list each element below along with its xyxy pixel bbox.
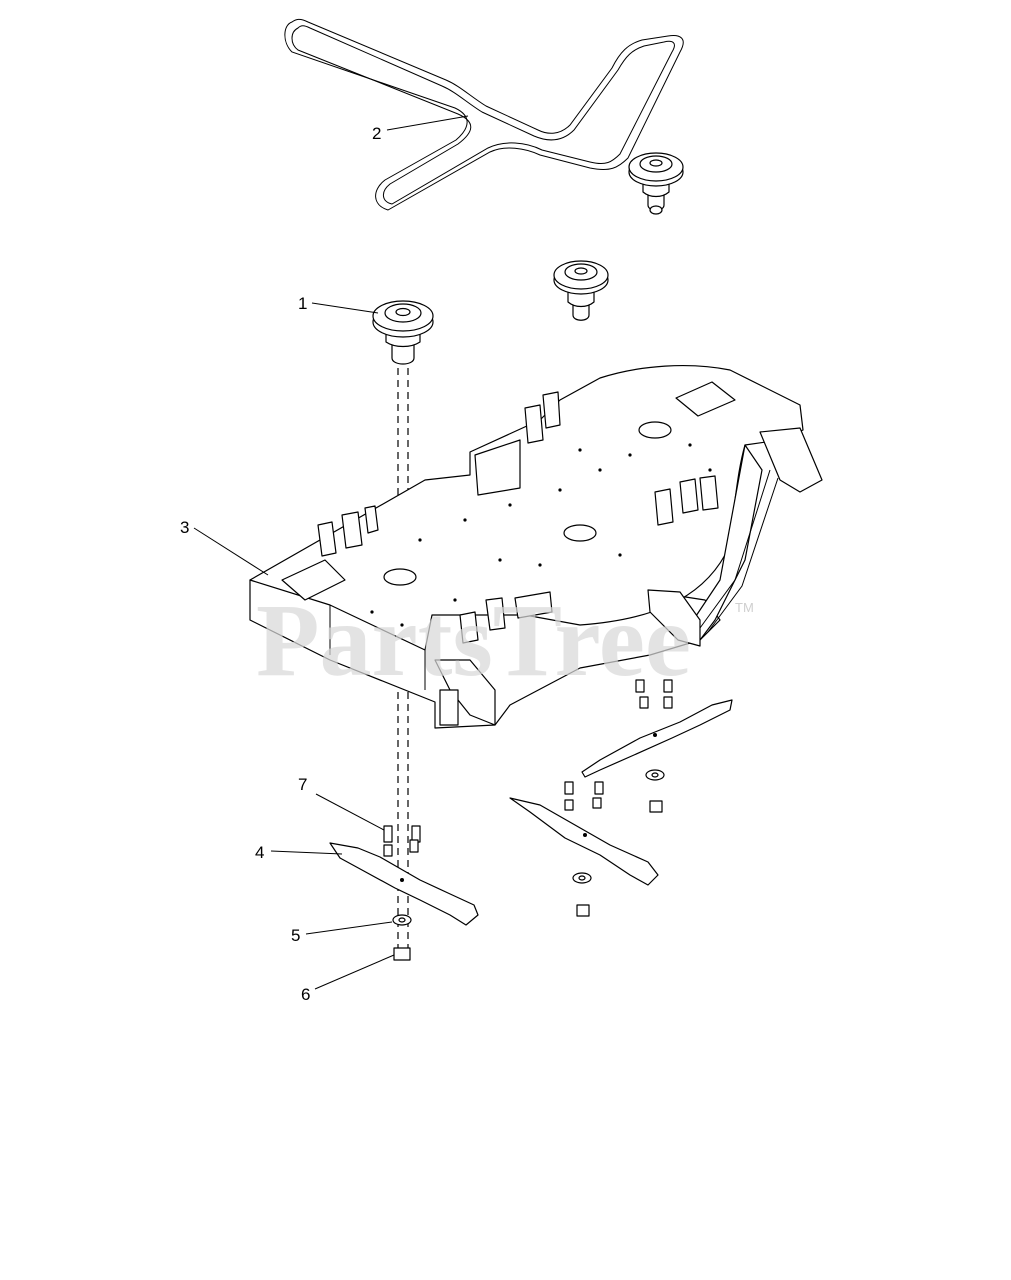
nut xyxy=(393,947,411,961)
blade xyxy=(329,842,479,926)
drive-belt xyxy=(284,18,684,211)
callout-6: 6 xyxy=(301,985,310,1004)
bolt xyxy=(383,825,421,857)
callout-3: 3 xyxy=(180,518,189,537)
callout-5: 5 xyxy=(291,926,300,945)
callout-labels: 1 2 3 4 5 6 7 xyxy=(180,124,381,1004)
assembly-axis xyxy=(397,368,409,960)
callout-4: 4 xyxy=(255,843,264,862)
spindle-pulley xyxy=(372,300,434,365)
blade-right-upper xyxy=(581,699,733,778)
washer xyxy=(392,914,412,926)
pulley-middle xyxy=(553,260,609,321)
blade-right-lower xyxy=(509,797,659,886)
callout-1: 1 xyxy=(298,294,307,313)
watermark-trademark: TM xyxy=(735,600,754,615)
pulley-upper-right xyxy=(628,152,684,215)
mower-deck xyxy=(249,365,823,729)
watermark-text: PartsTree xyxy=(256,583,691,698)
hardware-right xyxy=(564,679,673,917)
watermark: PartsTree TM xyxy=(256,583,754,698)
callout-7: 7 xyxy=(298,775,307,794)
callout-2: 2 xyxy=(372,124,381,143)
callout-leaders xyxy=(193,115,469,990)
